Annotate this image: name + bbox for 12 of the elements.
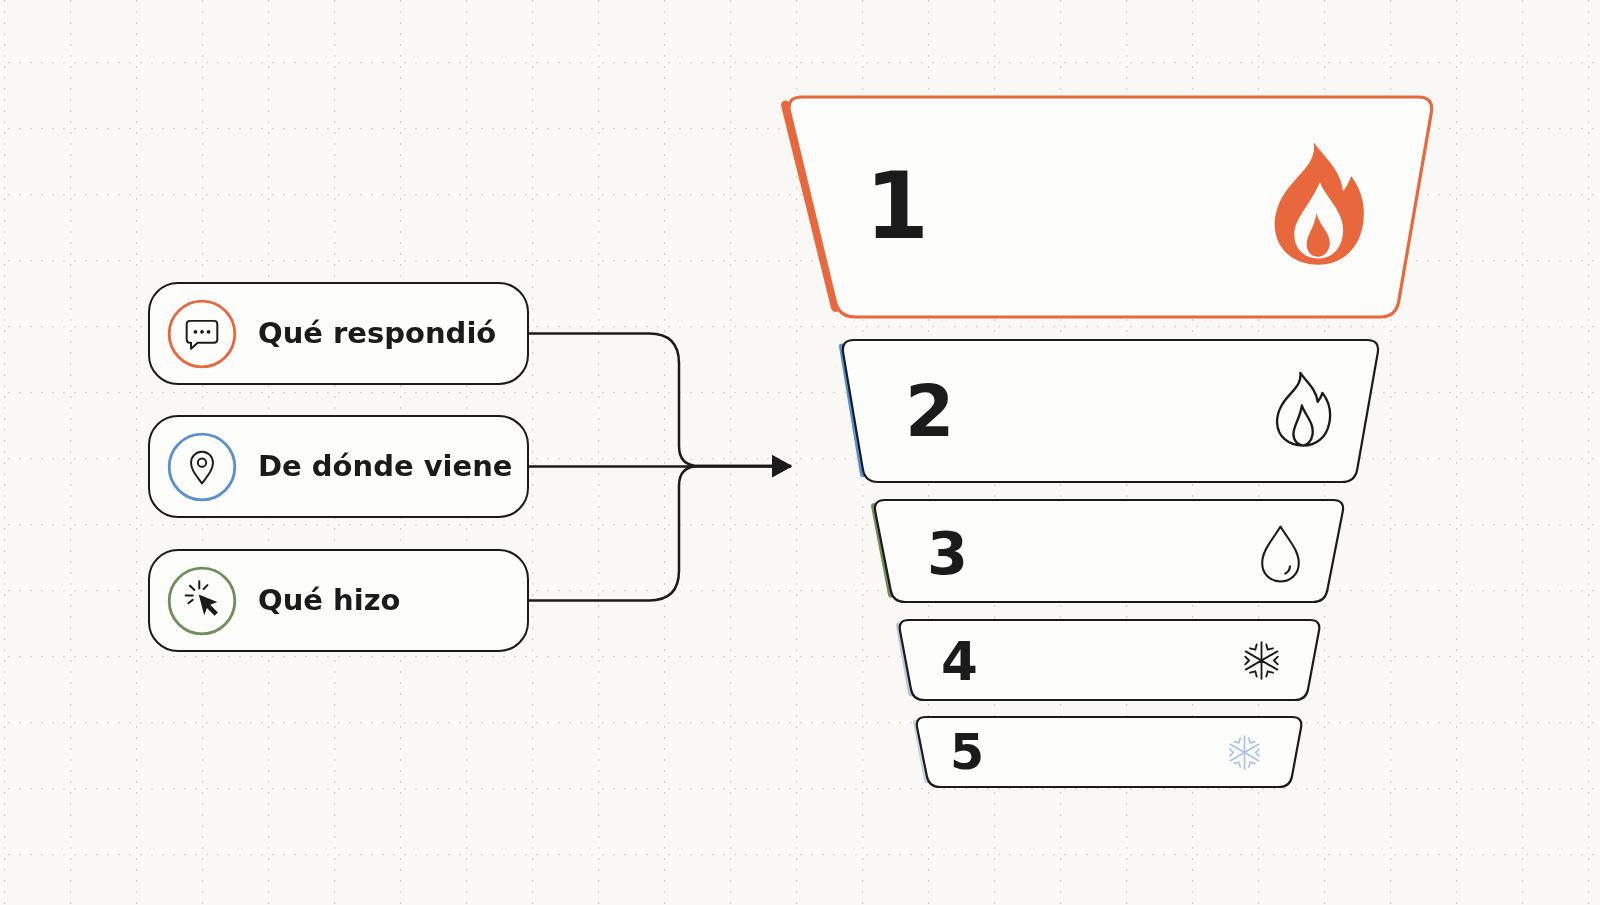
rounded-card [148,549,529,652]
card-label: Qué respondió [258,316,497,351]
card-label: Qué hizo [258,583,401,618]
arrow [529,455,792,602]
tier-number: 5 [950,728,985,778]
rounded-card [148,282,529,385]
tier-number: 3 [927,523,969,583]
rounded-card [148,415,529,518]
tier-number: 1 [865,160,929,253]
tier-number: 4 [941,634,978,688]
tier-number: 2 [905,375,955,447]
card-label: De dónde viene [258,449,513,484]
